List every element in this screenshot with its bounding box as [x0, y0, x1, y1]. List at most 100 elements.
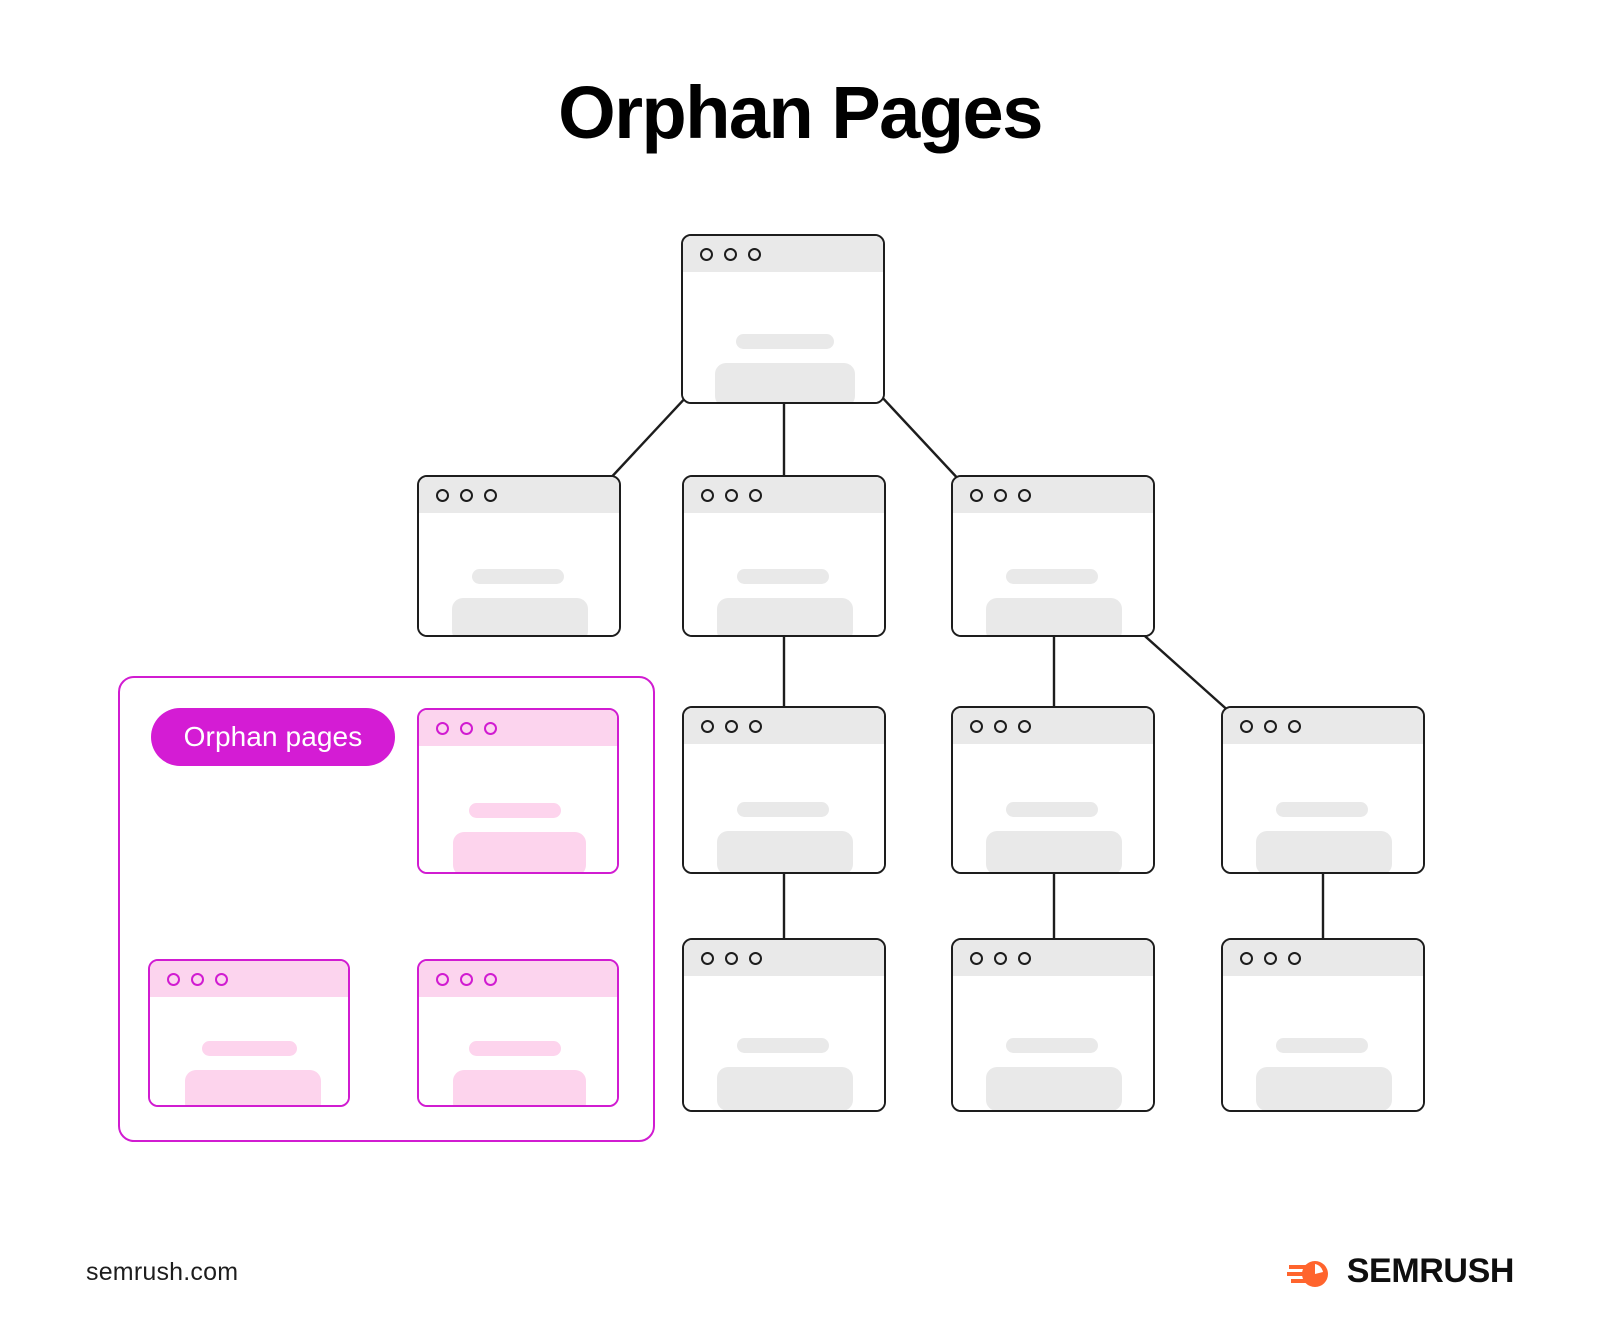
card-body: [684, 976, 884, 1110]
orphan-page-card-1[interactable]: [417, 708, 619, 874]
window-dot-red-icon: [970, 488, 983, 502]
subpage-card-1[interactable]: [682, 706, 886, 874]
card-titlebar: [419, 961, 617, 997]
card-body: [419, 513, 619, 635]
window-dot-green-icon: [1288, 719, 1301, 733]
card-heading-placeholder: [1276, 802, 1368, 817]
window-dot-red-icon: [436, 488, 449, 502]
window-dot-green-icon: [748, 247, 761, 261]
window-dot-red-icon: [436, 972, 449, 986]
card-content-placeholder: [452, 598, 588, 635]
page-title: Orphan Pages: [558, 71, 1043, 154]
card-body: [953, 513, 1153, 635]
card-heading-placeholder: [736, 334, 834, 349]
orphan-page-card-3[interactable]: [417, 959, 619, 1107]
brand-name: SEMRUSH: [1346, 1252, 1515, 1290]
window-dot-red-icon: [1240, 719, 1253, 733]
window-dot-yellow-icon: [725, 719, 738, 733]
card-heading-placeholder: [737, 569, 829, 584]
subpage-card-2[interactable]: [951, 706, 1155, 874]
window-dot-green-icon: [749, 488, 762, 502]
card-titlebar: [1223, 940, 1423, 976]
category-card-1[interactable]: [417, 475, 621, 637]
card-titlebar: [683, 236, 883, 272]
card-titlebar: [684, 708, 884, 744]
card-heading-placeholder: [202, 1041, 297, 1056]
card-titlebar: [953, 940, 1153, 976]
window-dot-green-icon: [1288, 951, 1301, 965]
orphan-page-card-2[interactable]: [148, 959, 350, 1107]
card-body: [953, 976, 1153, 1110]
card-body: [150, 997, 348, 1105]
semrush-comet-icon: [1286, 1254, 1333, 1290]
card-body: [684, 744, 884, 872]
card-heading-placeholder: [1006, 1038, 1098, 1053]
window-dot-yellow-icon: [994, 488, 1007, 502]
card-body: [1223, 744, 1423, 872]
window-dot-green-icon: [1018, 719, 1031, 733]
window-dot-red-icon: [701, 951, 714, 965]
card-heading-placeholder: [737, 802, 829, 817]
subpage-card-3[interactable]: [1221, 706, 1425, 874]
window-dot-green-icon: [484, 488, 497, 502]
card-content-placeholder: [715, 363, 855, 402]
leaf-card-1[interactable]: [682, 938, 886, 1112]
window-dot-red-icon: [436, 721, 449, 735]
card-heading-placeholder: [469, 1041, 561, 1056]
orphan-pages-badge-label: Orphan pages: [183, 721, 363, 752]
homepage-card[interactable]: [681, 234, 885, 404]
window-dot-yellow-icon: [994, 719, 1007, 733]
window-dot-green-icon: [749, 951, 762, 965]
card-body: [953, 744, 1153, 872]
card-body: [419, 746, 617, 872]
card-content-placeholder: [717, 831, 853, 872]
window-dot-green-icon: [749, 719, 762, 733]
card-heading-placeholder: [469, 803, 561, 818]
card-body: [683, 272, 883, 402]
category-card-2[interactable]: [682, 475, 886, 637]
card-content-placeholder: [717, 598, 853, 635]
card-content-placeholder: [986, 1067, 1122, 1110]
window-dot-red-icon: [167, 972, 180, 986]
card-content-placeholder: [453, 832, 586, 872]
window-dot-green-icon: [484, 721, 497, 735]
window-dot-yellow-icon: [725, 488, 738, 502]
leaf-card-2[interactable]: [951, 938, 1155, 1112]
card-titlebar: [953, 708, 1153, 744]
card-content-placeholder: [453, 1070, 586, 1105]
card-titlebar: [953, 477, 1153, 513]
card-titlebar: [419, 477, 619, 513]
window-dot-red-icon: [970, 951, 983, 965]
card-body: [1223, 976, 1423, 1110]
card-body: [419, 997, 617, 1105]
card-content-placeholder: [986, 598, 1122, 635]
window-dot-yellow-icon: [1264, 719, 1277, 733]
window-dot-red-icon: [701, 488, 714, 502]
card-content-placeholder: [717, 1067, 853, 1110]
window-dot-yellow-icon: [725, 951, 738, 965]
card-titlebar: [150, 961, 348, 997]
window-dot-green-icon: [1018, 488, 1031, 502]
card-heading-placeholder: [472, 569, 564, 584]
window-dot-yellow-icon: [994, 951, 1007, 965]
window-dot-yellow-icon: [191, 972, 204, 986]
card-titlebar: [684, 940, 884, 976]
window-dot-yellow-icon: [1264, 951, 1277, 965]
brand-logo: SEMRUSH: [1286, 1252, 1515, 1291]
window-dot-red-icon: [701, 719, 714, 733]
footer-url: semrush.com: [86, 1258, 239, 1286]
orphan-pages-badge: Orphan pages: [151, 708, 395, 766]
window-dot-yellow-icon: [460, 721, 473, 735]
card-content-placeholder: [986, 831, 1122, 872]
window-dot-yellow-icon: [460, 972, 473, 986]
card-titlebar: [419, 710, 617, 746]
leaf-card-3[interactable]: [1221, 938, 1425, 1112]
card-titlebar: [684, 477, 884, 513]
window-dot-green-icon: [484, 972, 497, 986]
category-card-3[interactable]: [951, 475, 1155, 637]
window-dot-green-icon: [215, 972, 228, 986]
card-content-placeholder: [1256, 831, 1392, 872]
card-titlebar: [1223, 708, 1423, 744]
